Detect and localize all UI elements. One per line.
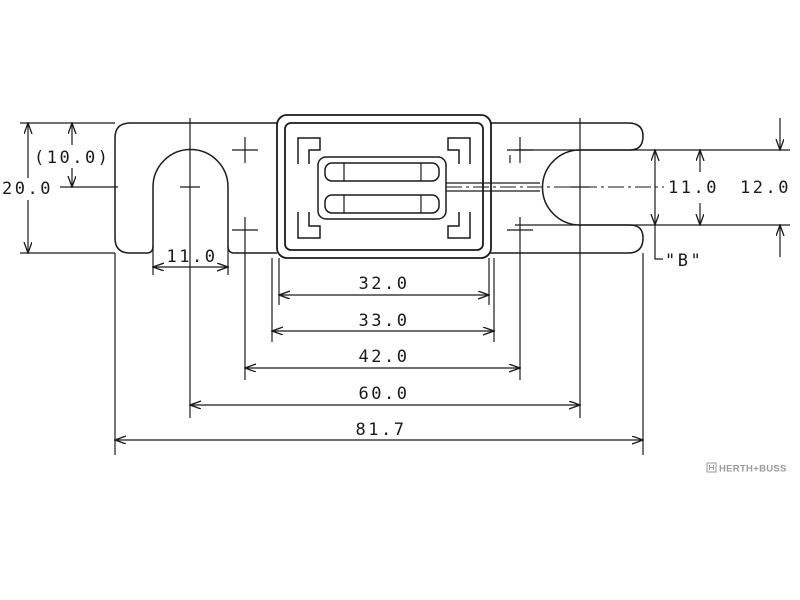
fuse-outline [114, 114, 644, 259]
corner-bracket-bottom-right [447, 212, 471, 239]
crosshair-bottom-right [507, 217, 533, 243]
right-terminal [490, 122, 644, 254]
crosshair-top-left [232, 137, 258, 163]
herth-buss-logo-icon [706, 462, 717, 473]
label-centers: 60.0 [359, 384, 410, 404]
label-body-outer: 33.0 [359, 311, 410, 331]
label-overall: 81.7 [356, 420, 407, 440]
label-half-height: (10.0) [34, 148, 110, 168]
fuse-body-outer [276, 114, 492, 259]
label-slot-left: 11.0 [167, 247, 218, 267]
dimension-labels: (10.0) 20.0 11.0 11.0 12.0 "B" 32.0 33.0… [2, 148, 791, 440]
corner-bracket-top-right [447, 137, 471, 164]
extension-lines [20, 118, 790, 455]
label-mount: 42.0 [359, 347, 410, 367]
dimension-lines [28, 118, 780, 440]
fuse-element-lower [324, 194, 440, 214]
center-marks [60, 137, 664, 243]
b-leader-line [654, 225, 663, 260]
label-slot-outer: 12.0 [740, 178, 791, 198]
logo-text: HERTH+BUSS [719, 464, 787, 475]
fuse-window [317, 156, 447, 220]
label-height: 20.0 [2, 179, 53, 199]
crosshair-bottom-left [232, 217, 258, 243]
corner-bracket-bottom-left [297, 212, 321, 239]
herth-buss-logo: HERTH+BUSS [706, 462, 787, 475]
left-terminal [114, 122, 277, 254]
label-b: "B" [665, 251, 703, 271]
label-body-inner: 32.0 [359, 274, 410, 294]
fuse-element-upper [324, 162, 440, 182]
corner-bracket-top-left [297, 137, 321, 164]
label-slot-right: 11.0 [668, 178, 719, 198]
